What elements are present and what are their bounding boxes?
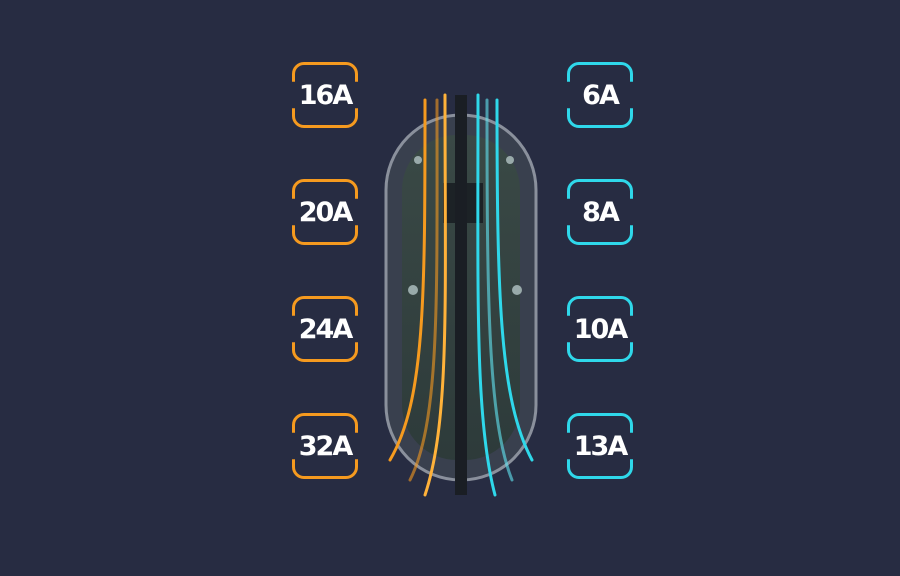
- badge-label: 20A: [298, 196, 354, 228]
- current-badge-8a: 8A: [567, 179, 633, 245]
- orange-current-line: [388, 98, 427, 462]
- current-badge-10a: 10A: [567, 296, 633, 362]
- badge-label: 16A: [298, 79, 354, 111]
- current-badge-13a: 13A: [567, 413, 633, 479]
- badge-label: 24A: [298, 313, 354, 345]
- screw: [512, 285, 522, 295]
- badge-label: 13A: [573, 430, 629, 462]
- badge-label: 32A: [298, 430, 354, 462]
- current-badge-6a: 6A: [567, 62, 633, 128]
- badge-label: 10A: [573, 313, 629, 345]
- cable: [455, 95, 467, 495]
- screw: [408, 285, 418, 295]
- current-badge-16a: 16A: [292, 62, 358, 128]
- badge-label: 8A: [582, 196, 620, 228]
- badge-label: 6A: [582, 79, 620, 111]
- current-badge-20a: 20A: [292, 179, 358, 245]
- current-badge-24a: 24A: [292, 296, 358, 362]
- current-badge-32a: 32A: [292, 413, 358, 479]
- cyan-current-line: [476, 93, 497, 497]
